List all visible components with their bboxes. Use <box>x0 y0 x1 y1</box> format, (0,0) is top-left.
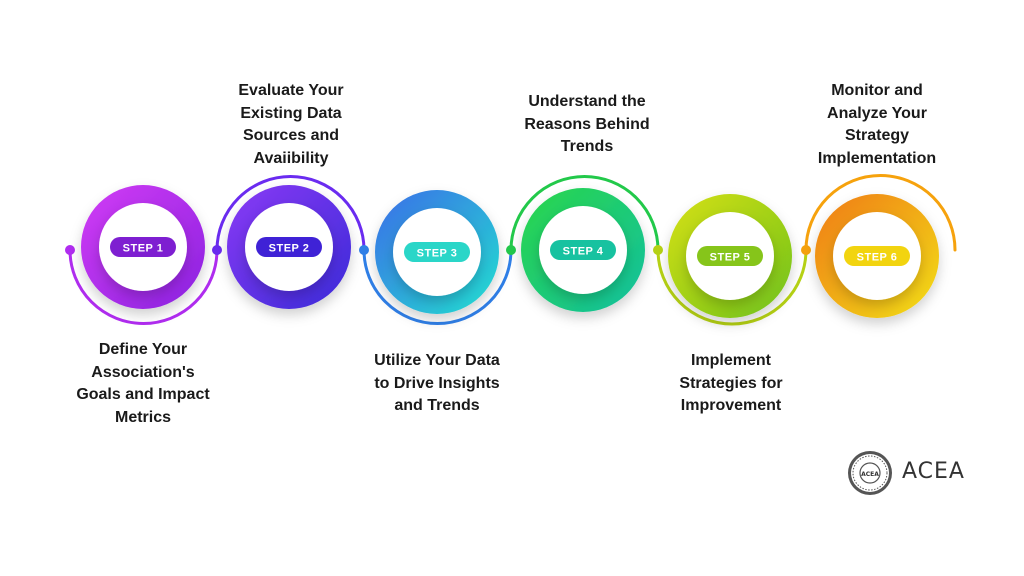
step-3-label: STEP 3 <box>417 248 458 260</box>
step-1-node: STEP 1 <box>81 185 205 309</box>
connector-dot-6 <box>801 245 811 255</box>
step-6-label: STEP 6 <box>857 252 898 264</box>
connector-arc-5 <box>656 248 808 326</box>
connector-arc-6 <box>804 174 957 252</box>
step-3-description: Utilize Your Data to Drive Insights and … <box>374 352 500 414</box>
svg-text:ACEA: ACEA <box>861 471 879 478</box>
step-6-label-pill <box>844 246 910 266</box>
step-4-node: STEP 4 <box>521 188 645 312</box>
connector-arc-3 <box>362 248 513 325</box>
step-5-label: STEP 5 <box>710 252 751 264</box>
step-4-description: Understand the Reasons Behind Trends <box>524 93 650 155</box>
step-4-label-pill <box>550 240 616 260</box>
connector-dot-2 <box>212 245 222 255</box>
step-2-description: Evaluate Your Existing Data Sources and … <box>238 82 344 167</box>
step-5-node: STEP 5 <box>668 194 792 318</box>
step-5-description: Implement Strategies for Improvement <box>679 352 783 414</box>
step-3-node: STEP 3 <box>375 190 499 314</box>
step-6-description: Monitor and Analyze Your Strategy Implem… <box>817 82 937 167</box>
step-2-label-pill <box>256 237 322 257</box>
step-4-label: STEP 4 <box>563 246 604 258</box>
step-nodes: STEP 1 STEP 2 STEP 3 STEP 4 STEP 5 STEP 6 <box>81 185 939 318</box>
connector-arc-1 <box>68 248 219 325</box>
connector-dot-5 <box>653 245 663 255</box>
connector-arc-4 <box>509 175 660 252</box>
step-2-node: STEP 2 <box>227 185 351 309</box>
connector-arcs <box>65 174 957 326</box>
step-3-label-pill <box>404 242 470 262</box>
step-2-label: STEP 2 <box>269 243 310 255</box>
acea-logo-text: ACEA <box>902 459 965 484</box>
step-1-description: Define Your Association's Goals and Impa… <box>76 341 210 426</box>
step-5-label-pill <box>697 246 763 266</box>
connector-arc-2 <box>215 175 366 252</box>
step-1-label: STEP 1 <box>123 243 164 255</box>
step-6-node: STEP 6 <box>815 194 939 318</box>
acea-seal-logo: ACEA <box>848 451 892 495</box>
connector-dot-3 <box>359 245 369 255</box>
connector-dot-1 <box>65 245 75 255</box>
step-1-label-pill <box>110 237 176 257</box>
connector-dot-4 <box>506 245 516 255</box>
